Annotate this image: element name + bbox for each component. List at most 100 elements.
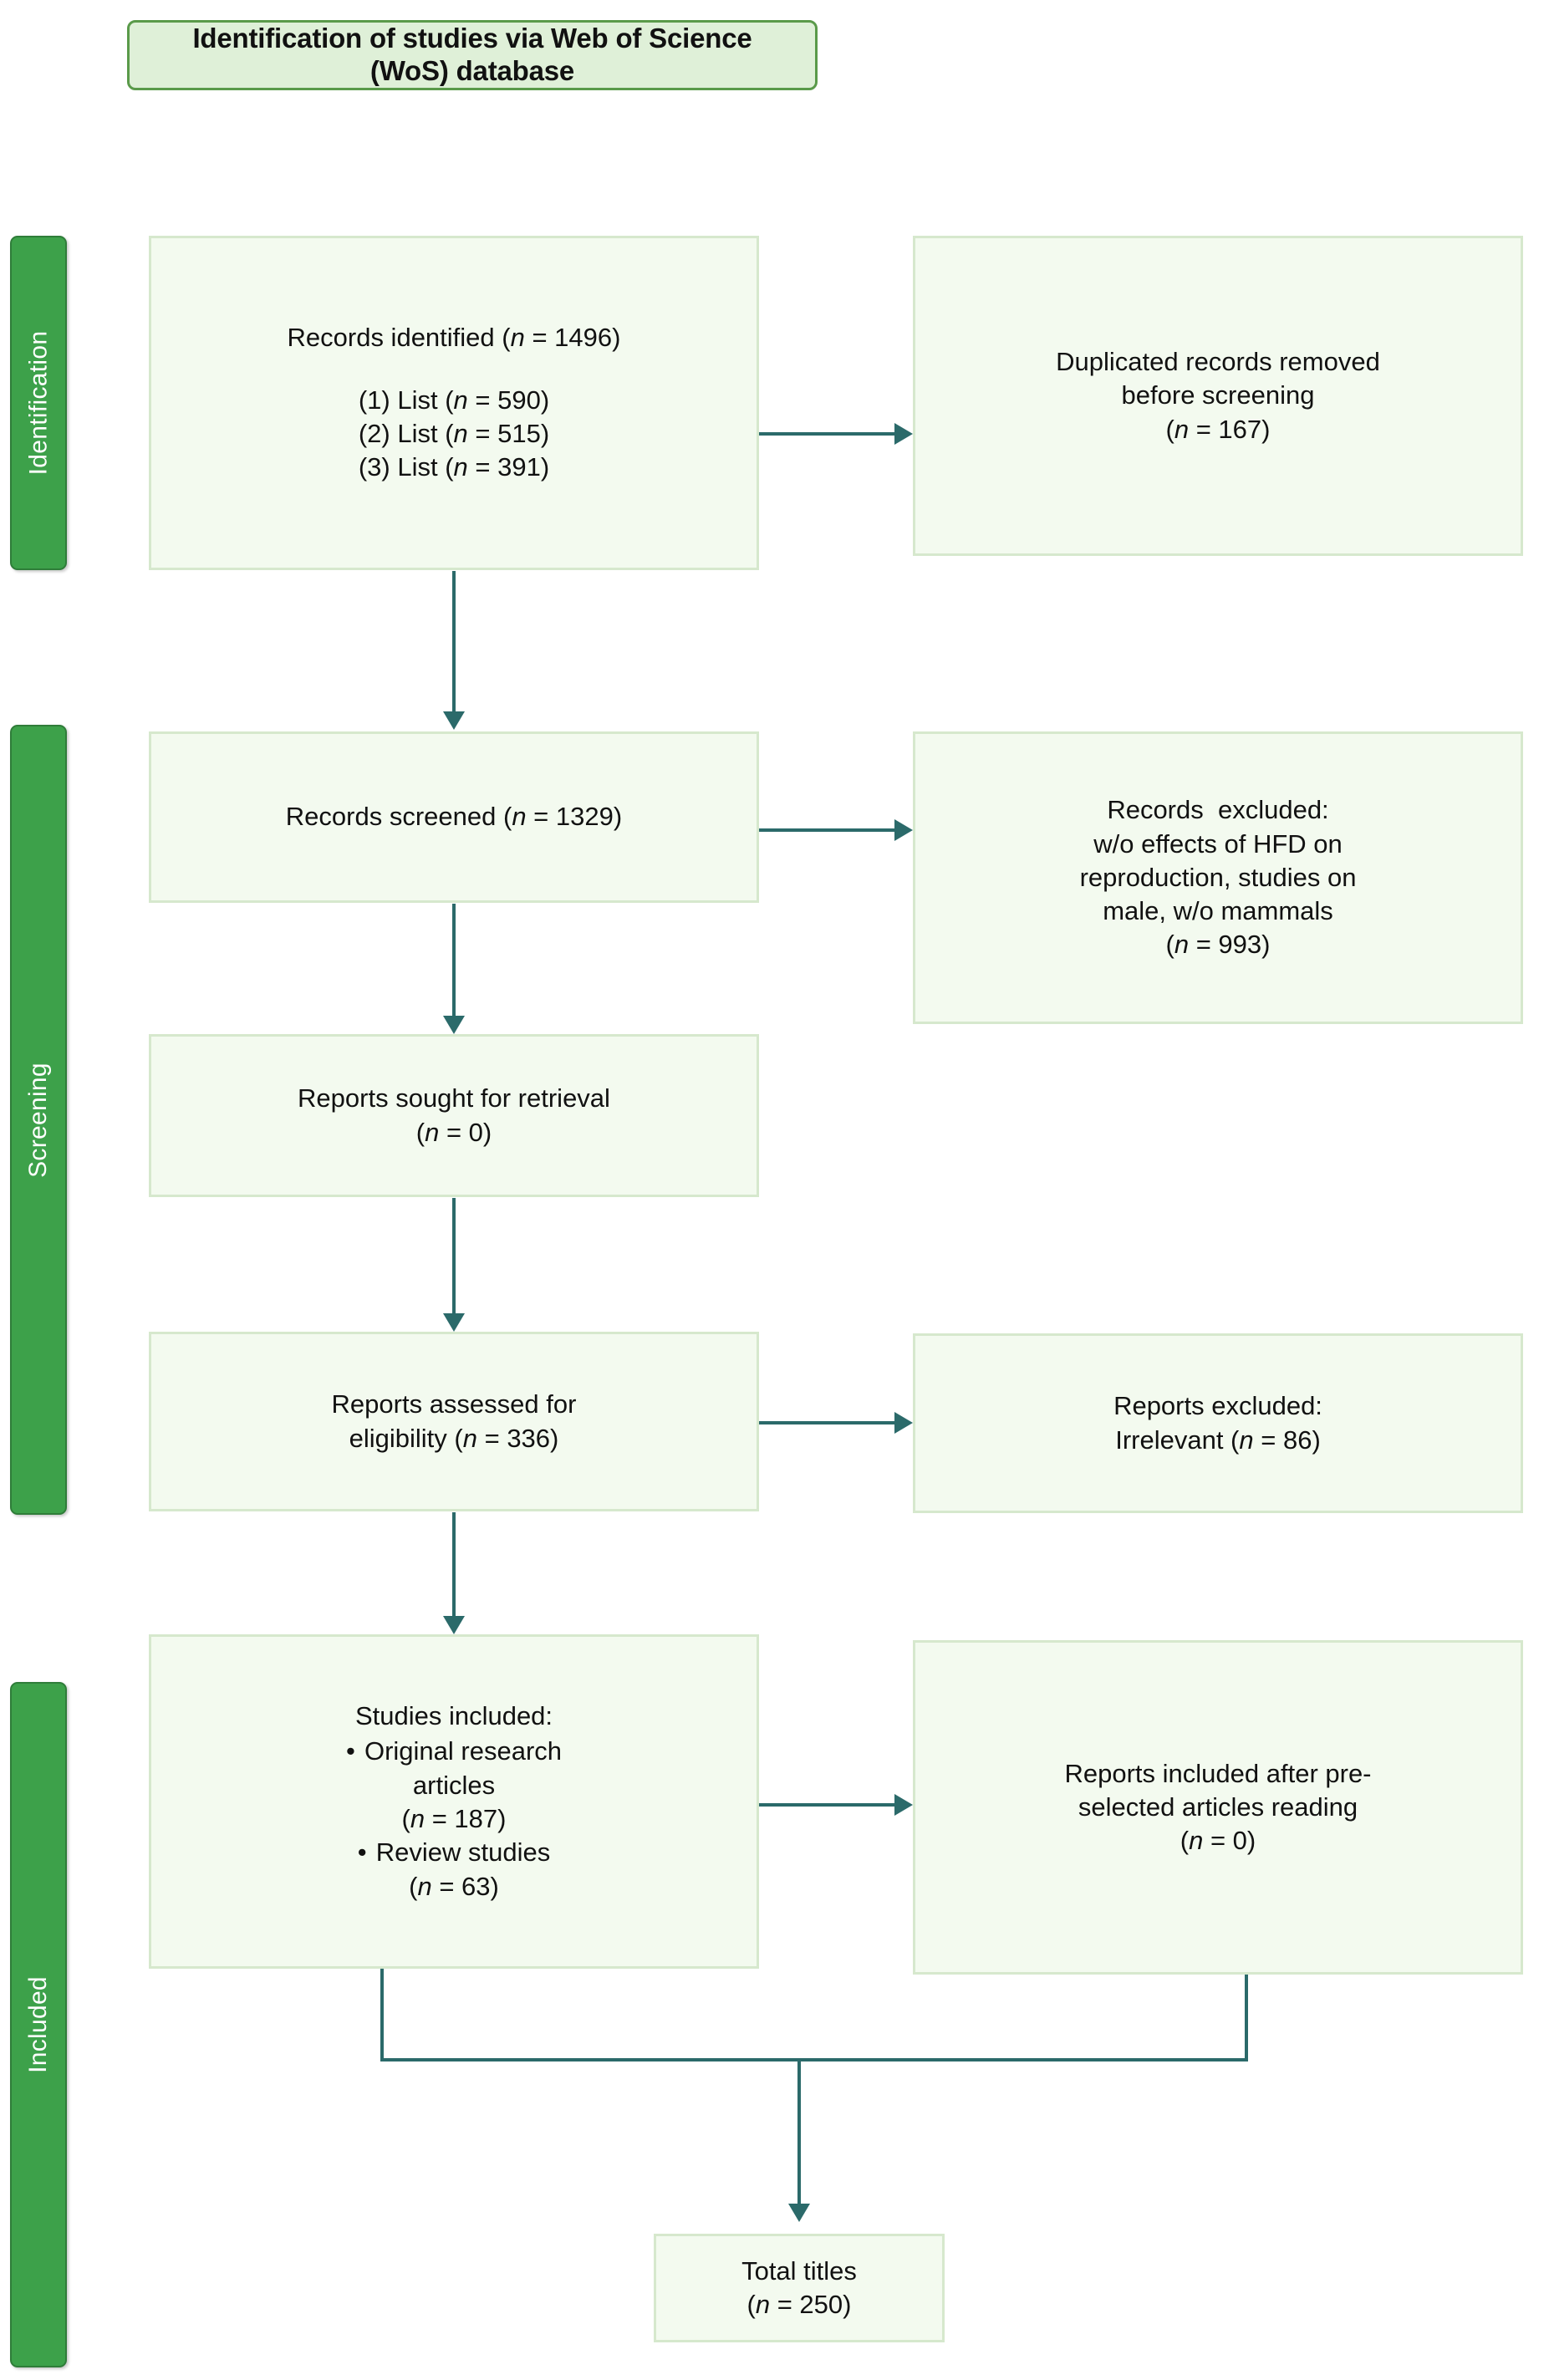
studies-included-bullets: • Original research articles (n = 187) •R…: [165, 1735, 743, 1903]
records-excluded-line4: male, w/o mammals: [1103, 896, 1333, 926]
bullet-icon: •: [345, 1736, 355, 1766]
list-item: (3) List (n = 391): [359, 451, 549, 484]
paren-open: (: [746, 2290, 756, 2319]
box-total-titles: Total titles (n = 250): [654, 2234, 945, 2342]
list-item: (2) List (n = 515): [359, 417, 549, 451]
bullet-label: Original research: [364, 1736, 563, 1766]
box-records-identified: Records identified (n = 1496) (1) List (…: [149, 236, 759, 570]
studies-included-heading: Studies included:: [354, 1701, 553, 1731]
n-symbol: n: [1189, 1826, 1204, 1856]
connector-screened-to-sought: [452, 904, 456, 1016]
box-studies-included: Studies included: • Original research art…: [149, 1634, 759, 1969]
n-symbol: n: [453, 452, 468, 482]
duplicates-removed-text: Duplicated records removed before screen…: [1056, 345, 1380, 446]
arrow-right-icon: [894, 423, 913, 445]
count-value: = 187): [425, 1804, 507, 1833]
connector-assessed-to-included: [452, 1512, 456, 1616]
connector-identified-to-duplicates: [759, 432, 894, 436]
total-titles-text: Total titles (n = 250): [741, 2255, 857, 2322]
reports-excluded-line2: Irrelevant (n = 86): [1113, 1424, 1322, 1457]
reports-assessed-line2: eligibility (n = 336): [332, 1422, 577, 1455]
stage-label-identification: Identification: [24, 330, 52, 476]
total-titles-count: (n = 250): [741, 2288, 857, 2321]
records-identified-text: Records identified (n = 1496) (1) List (…: [165, 321, 743, 484]
records-excluded-line3: reproduction, studies on: [1079, 862, 1357, 892]
list-item: • Original research: [165, 1735, 743, 1768]
n-symbol: n: [510, 323, 525, 353]
bullet-label-cont: articles: [412, 1770, 496, 1800]
records-screened-text: Records screened (n = 1329): [286, 800, 622, 833]
arrow-right-icon: [894, 1412, 913, 1434]
records-identified-heading: Records identified (n = 1496): [165, 321, 743, 354]
n-symbol: n: [453, 419, 468, 448]
reports-excluded-line1: Reports excluded:: [1113, 1391, 1322, 1421]
diagram-title-banner: Identification of studies via Web of Sci…: [127, 20, 818, 90]
diagram-title-text: Identification of studies via Web of Sci…: [192, 23, 752, 88]
paren-open: (: [1180, 1826, 1190, 1856]
arrow-down-icon: [443, 1616, 465, 1634]
count-value: = 250): [770, 2290, 852, 2319]
duplicates-removed-count: (n = 167): [1056, 413, 1380, 446]
reports-excluded-text: Reports excluded: Irrelevant (n = 86): [1113, 1389, 1322, 1457]
count-value: = 86): [1253, 1424, 1321, 1455]
duplicates-removed-line2: before screening: [1121, 380, 1315, 410]
records-screened-value: = 1329): [526, 802, 623, 832]
connector-merge-horizontal: [380, 2058, 1248, 2061]
reports-excluded-prefix: Irrelevant (: [1115, 1424, 1240, 1455]
n-symbol: n: [1174, 414, 1190, 444]
duplicates-removed-line1: Duplicated records removed: [1056, 347, 1380, 377]
reports-included-text: Reports included after pre- selected art…: [1064, 1757, 1371, 1858]
count-value: = 993): [1189, 930, 1271, 960]
box-records-excluded: Records excluded: w/o effects of HFD on …: [913, 731, 1523, 1024]
arrow-down-icon: [443, 711, 465, 730]
reports-assessed-line1: Reports assessed for: [331, 1389, 577, 1419]
list-item-prefix: (2) List (: [358, 419, 454, 448]
list-item-value: = 391): [467, 452, 550, 482]
records-identified-heading-pre: Records identified (: [287, 323, 511, 353]
count-value: = 63): [431, 1871, 499, 1901]
list-item-value: = 590): [467, 385, 550, 415]
count-value: = 0): [1203, 1826, 1256, 1856]
connector-merge-to-total: [797, 2058, 801, 2204]
connector-merge-right-drop: [1245, 1975, 1248, 2061]
n-symbol: n: [1174, 930, 1190, 960]
arrow-down-icon: [788, 2204, 810, 2222]
reports-included-count: (n = 0): [1064, 1824, 1371, 1858]
arrow-right-icon: [894, 1794, 913, 1816]
studies-included-text: Studies included: • Original research art…: [165, 1700, 743, 1903]
bullet-count: (n = 187): [165, 1802, 743, 1836]
count-value: = 0): [439, 1117, 492, 1147]
arrow-down-icon: [443, 1016, 465, 1034]
stage-label-included: Included: [24, 1976, 53, 2073]
list-item: •Review studies: [165, 1836, 743, 1869]
reports-included-line2: selected articles reading: [1078, 1791, 1358, 1822]
records-excluded-count: (n = 993): [1080, 928, 1357, 961]
connector-identified-to-screened: [452, 571, 456, 711]
reports-included-line1: Reports included after pre-: [1064, 1758, 1372, 1788]
bullet-icon: •: [357, 1837, 367, 1868]
n-symbol: n: [425, 1117, 440, 1147]
arrow-right-icon: [894, 819, 913, 841]
records-identified-list: (1) List (n = 590) (2) List (n = 515) (3…: [359, 384, 549, 485]
connector-included-to-reports: [759, 1803, 894, 1807]
connector-merge-left-drop: [380, 1969, 384, 2061]
stage-bar-identification: Identification: [10, 236, 67, 570]
list-item-value: = 515): [467, 419, 550, 448]
reports-sought-text: Reports sought for retrieval (n = 0): [298, 1082, 610, 1149]
n-symbol: n: [755, 2290, 771, 2319]
box-duplicates-removed: Duplicated records removed before screen…: [913, 236, 1523, 556]
reports-assessed-text: Reports assessed for eligibility (n = 33…: [332, 1388, 577, 1455]
records-screened-line: Records screened (n = 1329): [286, 800, 622, 833]
count-value: = 167): [1189, 414, 1271, 444]
n-symbol: n: [417, 1871, 432, 1901]
reports-assessed-prefix: eligibility (: [349, 1423, 463, 1453]
diagram-title-line2: (WoS) database: [369, 55, 575, 86]
connector-screened-to-excluded: [759, 828, 894, 832]
records-excluded-line2: w/o effects of HFD on: [1093, 828, 1343, 859]
bullet-count: (n = 63): [165, 1870, 743, 1903]
connector-sought-to-assessed: [452, 1198, 456, 1313]
n-symbol: n: [410, 1804, 425, 1833]
diagram-title-line1: Identification of studies via Web of Sci…: [192, 23, 752, 54]
paren-open: (: [1165, 414, 1174, 444]
